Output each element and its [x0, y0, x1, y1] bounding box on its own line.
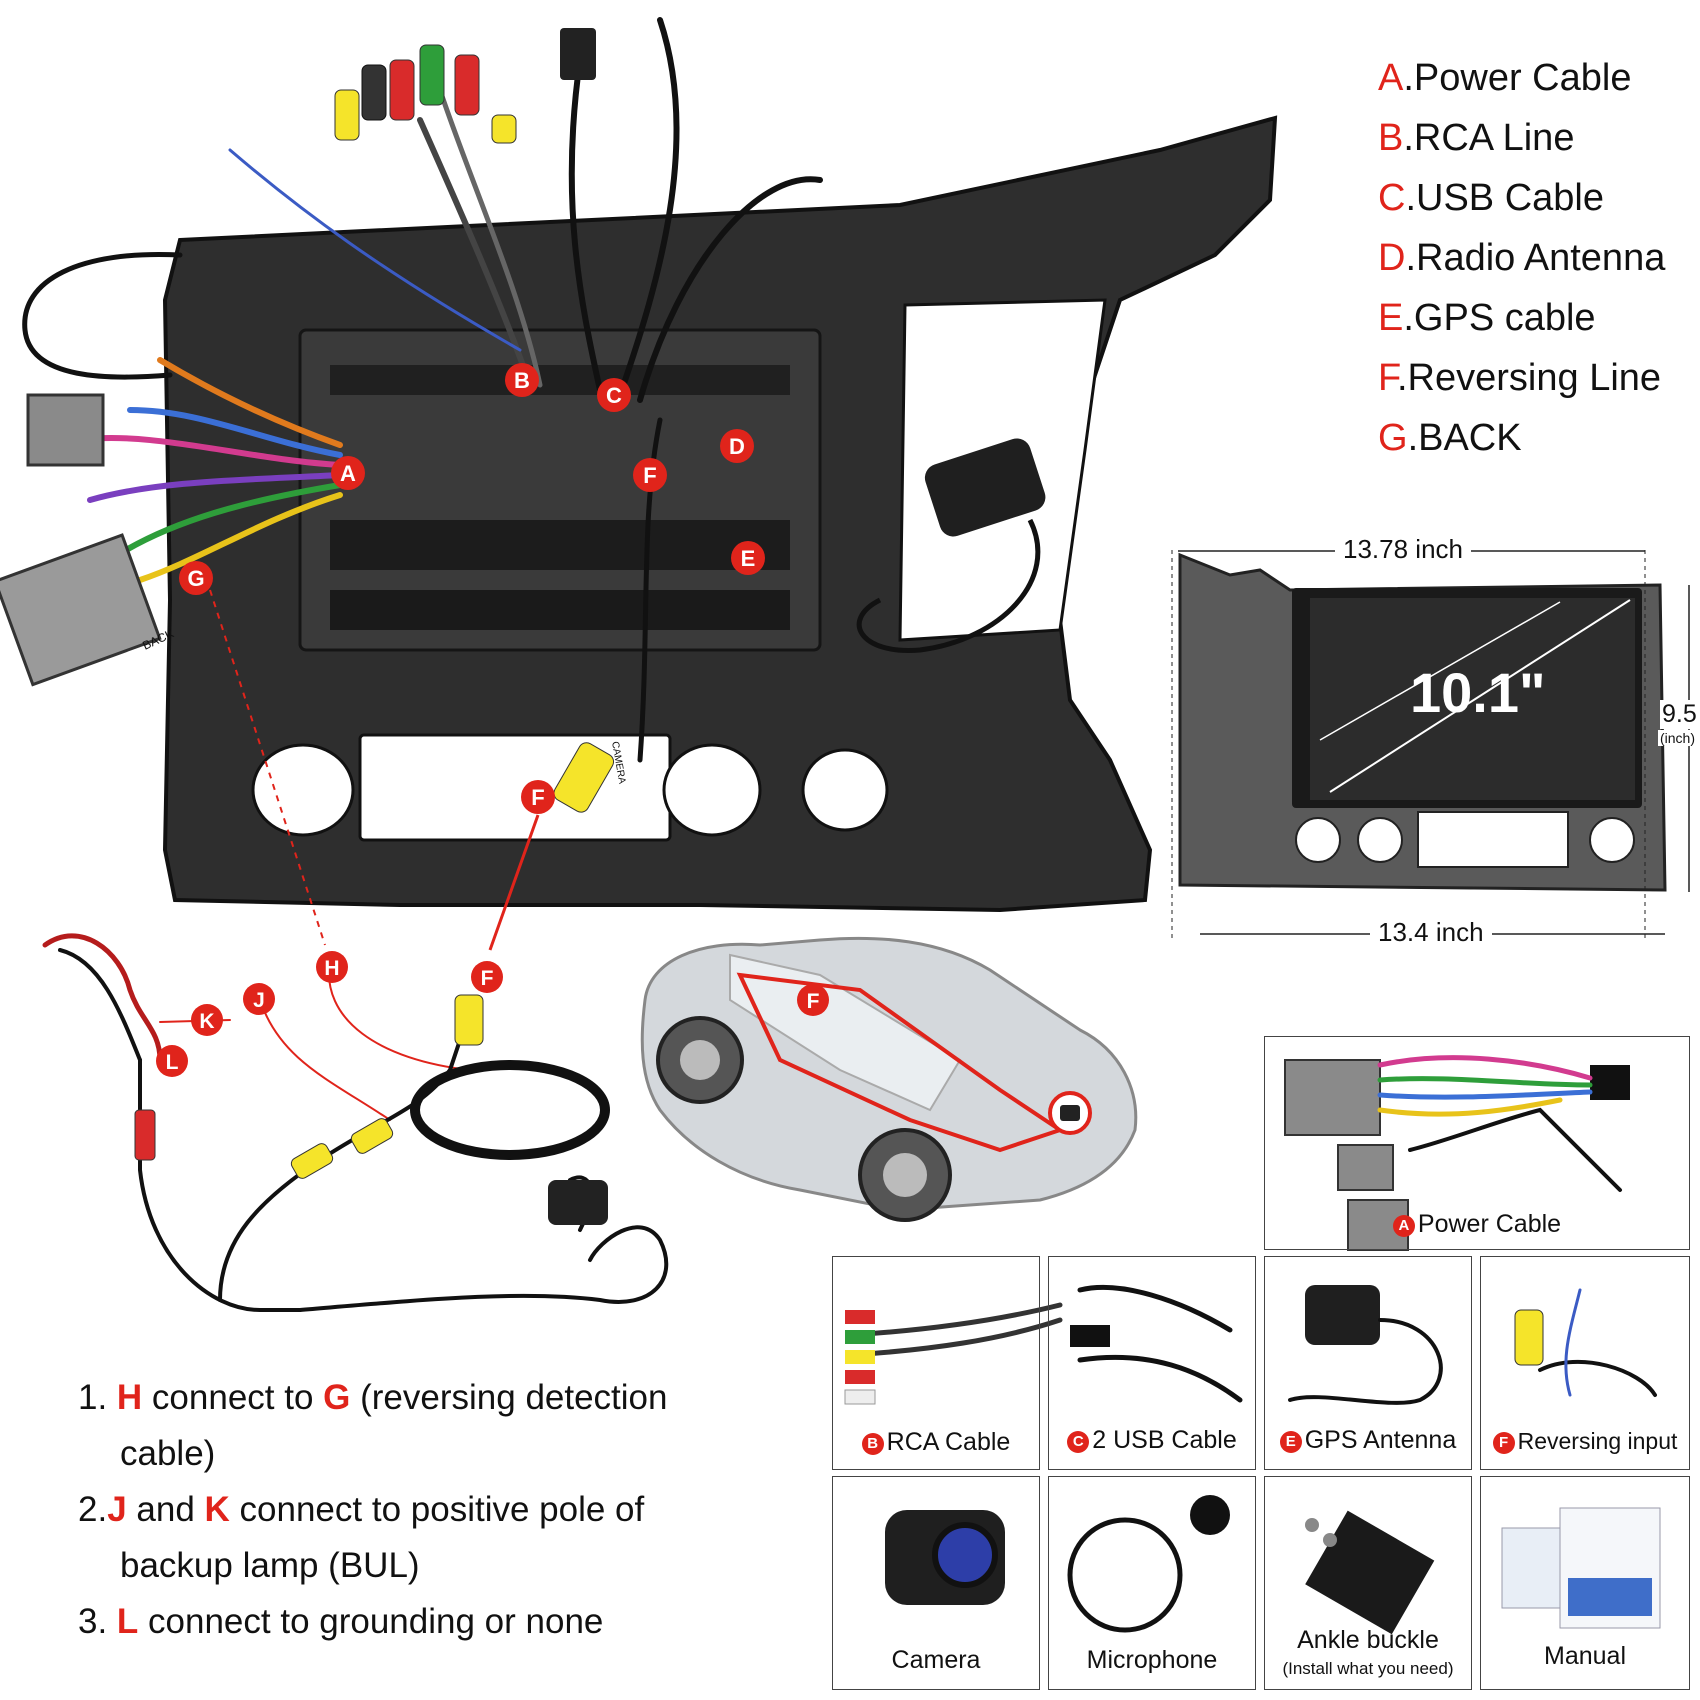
label-f-wire: F [481, 967, 494, 990]
gps-antenna [856, 438, 1046, 653]
dimension-width-top: 13.78 inch [1335, 534, 1471, 565]
wiring-callouts: H F K J L [156, 951, 503, 1077]
letter-badge: A [1392, 1215, 1415, 1237]
connection-lines [209, 589, 540, 951]
label-a: A [340, 461, 356, 486]
label-f-frame: F [643, 463, 656, 488]
legend-item-f: F.Reversing Line [1378, 357, 1662, 399]
accessory-microphone: Microphone [1048, 1476, 1256, 1690]
frame-callouts: B C D A F E G BACK [140, 363, 765, 653]
label-l: L [166, 1051, 179, 1074]
dimension-width-bottom: 13.4 inch [1370, 917, 1492, 948]
letter-badge: B [861, 1433, 884, 1455]
dash-frame [162, 115, 1278, 913]
label-k: K [199, 1010, 214, 1033]
dimension-drawing [1171, 550, 1690, 940]
wiring-instructions: 1. H connect to G (reversing detection c… [78, 1370, 758, 1650]
legend-item-g: G.BACK [1378, 417, 1522, 459]
legend-item-c: C.USB Cable [1378, 177, 1604, 219]
letter-badge: E [1279, 1431, 1302, 1453]
label-f-car: F [807, 990, 820, 1013]
instruction-2: 2.J and K connect to positive pole of [78, 1490, 645, 1529]
letter-badge: C [1067, 1431, 1090, 1453]
power-harness [0, 251, 343, 687]
accessory-ankle-buckle: Ankle buckle (Install what you need) [1264, 1476, 1472, 1690]
label-g: G [187, 566, 204, 591]
instruction-1: 1. H connect to G (reversing detection [78, 1378, 668, 1417]
dimension-height-unit: (inch) [1658, 730, 1698, 746]
accessory-manual: Manual [1480, 1476, 1690, 1690]
accessory-sketches [844, 1055, 1661, 1635]
cable-legend: A.Power Cable B.RCA Line C.USB Cable D.R… [1378, 48, 1698, 468]
legend-item-d: D.Radio Antenna [1378, 237, 1666, 279]
instruction-2-cont: backup lamp (BUL) [120, 1546, 420, 1585]
screen-size: 10.1" [1410, 661, 1546, 724]
top-cables [228, 17, 823, 763]
label-e: E [741, 546, 756, 571]
dimension-height: 9.5 [1660, 700, 1699, 729]
label-h: H [324, 957, 339, 980]
accessory-camera: Camera [832, 1476, 1040, 1690]
car-illustration: F [640, 936, 1138, 1222]
letter-badge: F [1492, 1432, 1515, 1454]
label-c: C [606, 383, 622, 408]
legend-item-b: B.RCA Line [1378, 117, 1575, 159]
legend-item-a: A.Power Cable [1378, 57, 1632, 99]
camera-wiring-plugs [134, 994, 608, 1225]
label-j: J [253, 989, 265, 1012]
label-b: B [514, 368, 530, 393]
rca-plugs [334, 28, 596, 144]
legend-item-e: E.GPS cable [1378, 297, 1596, 339]
instruction-3: 3. L connect to grounding or none [78, 1602, 604, 1641]
label-d: D [729, 434, 745, 459]
label-f-plug: F [531, 785, 544, 810]
instruction-1-cont: cable) [120, 1434, 216, 1473]
